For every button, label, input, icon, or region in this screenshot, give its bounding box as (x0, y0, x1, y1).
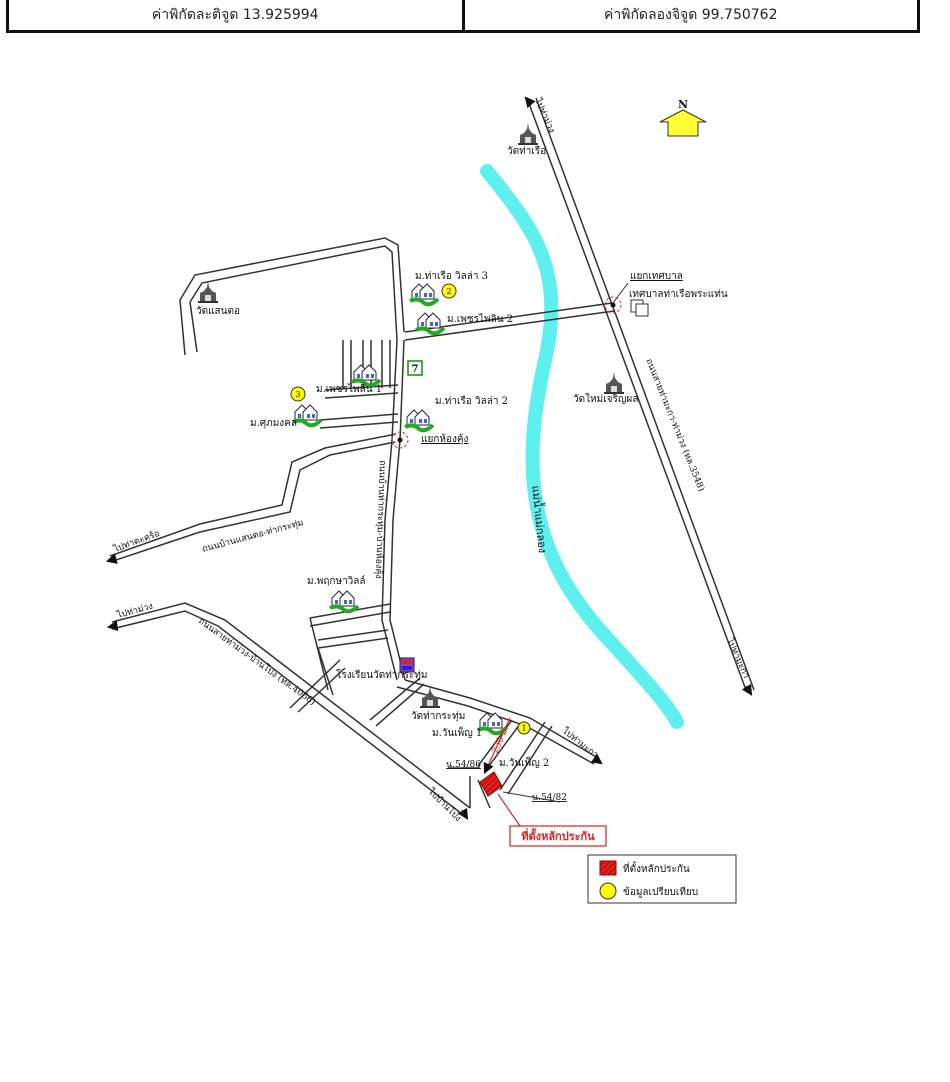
house-icon (291, 403, 323, 428)
label-junction-hong-khung: แยกห้องคุ้ง (421, 433, 469, 445)
label-plot-86: น.54/86 (446, 760, 481, 770)
label-wanphen-1: ม.วันเพ็ญ 1 (432, 725, 482, 739)
coordinates-bar: ค่าพิกัดละติจูด 13.925994 ค่าพิกัดลองจิจ… (6, 0, 920, 33)
label-highway-3548: ถนนสายท่ามะกา-ท่าม่วง (ทล.3548) (643, 357, 707, 493)
label-school: โรงเรียนวัดท่ากระทุ่ม (336, 668, 427, 681)
label-to-tha-maka-right: ไปท่ามะกา (724, 636, 752, 680)
label-to-tha-muang-left: ไปท่าม่วง (115, 601, 154, 621)
legend-comparison-label: ข้อมูลเปรียบเทียบ (623, 886, 698, 898)
temple-icon (604, 372, 624, 394)
svg-text:3: 3 (295, 390, 300, 399)
school-icon (399, 657, 415, 673)
comparison-marker-3: 3 (290, 386, 306, 402)
label-road-hong-khung: ถนนบ้านท่ากระทุ่ม-บ้านห้องคุ้ง (373, 460, 388, 579)
legend-comparison-swatch (599, 882, 617, 900)
label-junction-thesaban: แยกเทศบาล (630, 271, 683, 282)
legend: ที่ตั้งหลักประกัน ข้อมูลเปรียบเทียบ (587, 854, 737, 904)
label-phrueksa-villa: ม.พฤกษาวิลล์ (307, 575, 366, 587)
house-icon (408, 282, 440, 307)
label-road-saen-tho: ถนนบ้านแสนตอ-ท่ากระทุ่ม (201, 517, 305, 555)
label-to-tha-takhro: ไปท่าตะคร้อ (111, 528, 161, 555)
label-wat-mai-charoen: วัดใหม่เจริญผล (573, 393, 638, 405)
house-icon (328, 589, 360, 614)
label-to-ban-pong: ไปบ้านโป่ง (425, 786, 463, 824)
building-icon (630, 299, 649, 317)
label-to-tha-maka-mid: ไปท่ามะกา (559, 725, 600, 760)
svg-text:2: 2 (446, 287, 451, 296)
label-phet-phailin-1: ม.เพชรไพลิน 1 (316, 383, 382, 395)
label-highway-4066: ถนนสายท่าม่วง-บ้านโป่ง (ทล.4066) (196, 616, 317, 708)
svg-text:1: 1 (521, 724, 526, 733)
label-wat-tha-krathum: วัดท่ากระทุ่ม (411, 711, 465, 722)
legend-collateral-label: ที่ตั้งหลักประกัน (623, 861, 690, 875)
label-phet-phailin-2: ม.เพชรไพลิน 2 (447, 313, 513, 325)
legend-collateral-swatch (599, 860, 617, 876)
house-icon (403, 408, 435, 433)
latitude-cell: ค่าพิกัดละติจูด 13.925994 (151, 7, 319, 23)
label-plot-82: น.54/82 (532, 793, 567, 803)
temple-icon (518, 123, 538, 145)
collateral-callout: ที่ตั้งหลักประกัน (509, 825, 607, 847)
house-icon (414, 311, 446, 336)
label-sukmongkhon: ม.ศุภมงคล (250, 418, 297, 429)
collateral-plot (479, 771, 503, 797)
junction-marker (604, 296, 622, 314)
longitude-cell: ค่าพิกัดลองจิจูด 99.750762 (461, 0, 918, 30)
north-arrow-icon: N (659, 98, 707, 137)
comparison-marker-1: 1 (517, 721, 531, 735)
comparison-marker-2: 2 (441, 283, 457, 299)
label-tha-ruea-villa-2: ม.ท่าเรือ วิลล่า 2 (435, 395, 508, 407)
north-label: N (678, 98, 688, 111)
label-municipality: เทศบาลท่าเรือพระแท่น (629, 288, 728, 300)
store-icon-text: 7 (412, 364, 419, 375)
direction-arrows (105, 96, 753, 820)
convenience-store-icon: 7 (407, 360, 423, 376)
label-wat-saen-tho: วัดแสนตอ (196, 306, 240, 317)
road-network (109, 97, 755, 815)
river-label: แม่น้ำแม่กลอง (529, 485, 551, 554)
label-to-tha-muang-top: ไปท่าม่วง (532, 96, 557, 135)
label-wat-tha-ruea: วัดท่าเรือ (507, 145, 546, 157)
house-icon (350, 363, 382, 388)
label-tha-ruea-villa-3: ม.ท่าเรือ วิลล่า 3 (415, 270, 488, 282)
river (480, 164, 684, 729)
label-wanphen-2: ม.วันเพ็ญ 2 (499, 755, 549, 769)
svg-text:ที่ตั้งหลักประกัน: ที่ตั้งหลักประกัน (521, 828, 595, 843)
junction-marker (391, 431, 409, 449)
